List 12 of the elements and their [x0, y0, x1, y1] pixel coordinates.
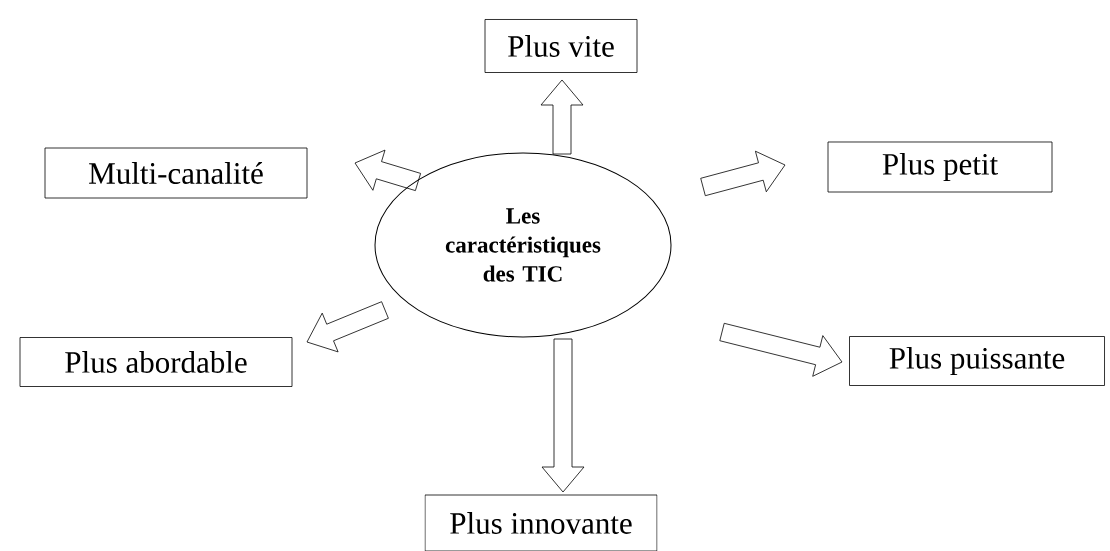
block-arrow [306, 301, 389, 353]
text-box: Plus vite [484, 19, 638, 73]
text-box: Plus abordable [19, 337, 293, 387]
block-arrow [540, 79, 584, 155]
text-box: Plus puissante [849, 336, 1105, 386]
text-box: Multi-canalité [44, 147, 308, 199]
block-arrow [541, 338, 585, 493]
block-arrow [719, 322, 843, 377]
text-box: Plus innovante [424, 494, 658, 551]
block-arrow [700, 150, 786, 197]
text-box: Plus petit [827, 141, 1053, 193]
block-arrow [354, 149, 421, 191]
